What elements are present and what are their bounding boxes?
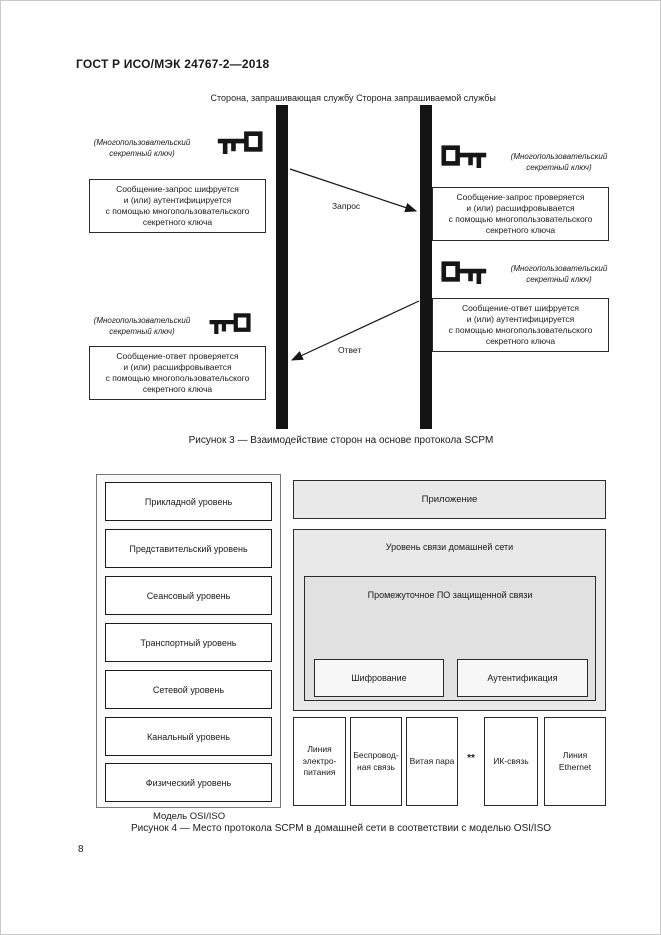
fig3-requester-title: Сторона, запрашивающая службу	[210, 93, 354, 103]
osi-layer-transport: Транспортный уровень	[105, 623, 272, 662]
page-number: 8	[78, 844, 84, 855]
request-encrypt-box: Сообщение-запрос шифруется и (или) аутен…	[89, 179, 266, 233]
response-verify-box: Сообщение-ответ проверяется и (или) расш…	[89, 346, 266, 400]
request-verify-box: Сообщение-запрос проверяется и (или) рас…	[432, 187, 609, 241]
media-wireless: Беспровод- ная связь	[350, 717, 402, 806]
osi-layer-datalink: Канальный уровень	[105, 717, 272, 756]
fig4-caption: Рисунок 4 — Место протокола SCPM в домаш…	[130, 823, 552, 834]
key-caption: (Многопользовательский секретный ключ)	[510, 264, 608, 284]
response-arrow	[290, 300, 420, 361]
fig3-responder-lifeline	[420, 105, 432, 429]
osi-layer-session: Сеансовый уровень	[105, 576, 272, 615]
key-caption: (Многопользовательский секретный ключ)	[93, 316, 191, 336]
media-ir: ИК-связь	[484, 717, 538, 806]
middleware-label: Промежуточное ПО защищенной связи	[367, 590, 533, 600]
fig3-message-arrows	[289, 168, 420, 361]
multiuser-key-icon	[215, 125, 263, 159]
fig3-requester-lifeline	[276, 105, 288, 429]
multiuser-key-icon	[207, 307, 251, 339]
media-powerline: Линия электро- питания	[293, 717, 346, 806]
encryption-box: Шифрование	[314, 659, 444, 697]
application-box: Приложение	[293, 480, 606, 519]
osi-layer-application: Прикладной уровень	[105, 482, 272, 521]
multiuser-key-icon	[441, 139, 489, 173]
media-ellipsis: **	[467, 753, 475, 764]
osi-layer-presentation: Представительский уровень	[105, 529, 272, 568]
osi-layer-network: Сетевой уровень	[105, 670, 272, 709]
request-arrow-label: Запрос	[332, 201, 361, 211]
key-caption: (Многопользовательский секретный ключ)	[93, 138, 191, 158]
multiuser-key-icon	[441, 255, 489, 289]
osi-layer-physical: Физический уровень	[105, 763, 272, 802]
fig3-caption: Рисунок 3 — Взаимодействие сторон на осн…	[188, 435, 494, 446]
authentication-box: Аутентификация	[457, 659, 588, 697]
media-ethernet: Линия Ethernet	[544, 717, 606, 806]
key-caption: (Многопользовательский секретный ключ)	[510, 152, 608, 172]
home-network-layer-label: Уровень связи домашней сети	[385, 542, 514, 552]
fig3-responder-title: Сторона запрашиваемой службы	[356, 93, 496, 103]
response-arrow-label: Ответ	[338, 345, 362, 355]
osi-model-label: Модель OSI/ISO	[153, 811, 226, 822]
response-encrypt-box: Сообщение-ответ шифруется и (или) аутент…	[432, 298, 609, 352]
document-title: ГОСТ Р ИСО/МЭК 24767-2—2018	[76, 57, 270, 71]
media-twisted-pair: Витая пара	[406, 717, 458, 806]
request-arrow	[289, 168, 418, 213]
